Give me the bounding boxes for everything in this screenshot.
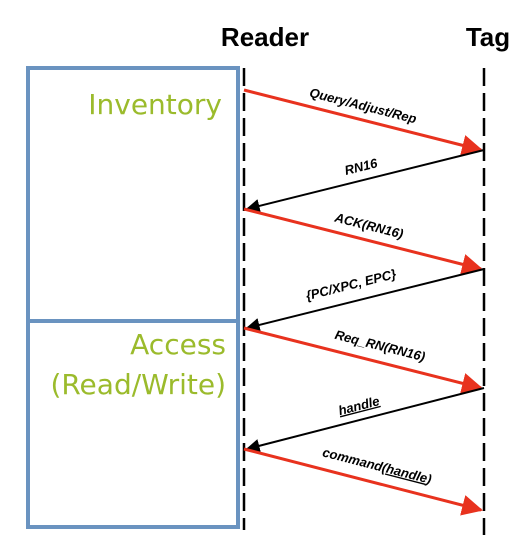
message-arrow-command	[243, 447, 484, 516]
access-phase-label: Access	[130, 328, 226, 361]
message-label-ack: ACK(RN16)	[332, 210, 405, 242]
message-arrow-handle	[245, 387, 485, 453]
message-label-req-rn: Req_RN(RN16)	[333, 327, 426, 364]
message-label-command: command(handle)	[321, 444, 433, 486]
message-arrow-pc-epc	[245, 268, 485, 332]
access-phase-box	[26, 319, 240, 529]
message-label-pc-epc: {PC/XPC, EPC}	[304, 266, 397, 303]
inventory-phase-label: Inventory	[88, 88, 222, 121]
message-label-handle: handle	[337, 393, 381, 418]
message-arrow-query	[243, 88, 484, 156]
reader-lifeline-title: Reader	[221, 22, 309, 52]
message-label-rn16: RN16	[343, 155, 380, 178]
access-phase-sublabel: (Read/Write)	[50, 368, 226, 401]
message-arrow-ack	[243, 207, 484, 275]
tag-lifeline-title: Tag	[466, 22, 510, 52]
message-arrow-req-rn	[243, 326, 484, 394]
message-arrow-rn16	[245, 149, 485, 213]
